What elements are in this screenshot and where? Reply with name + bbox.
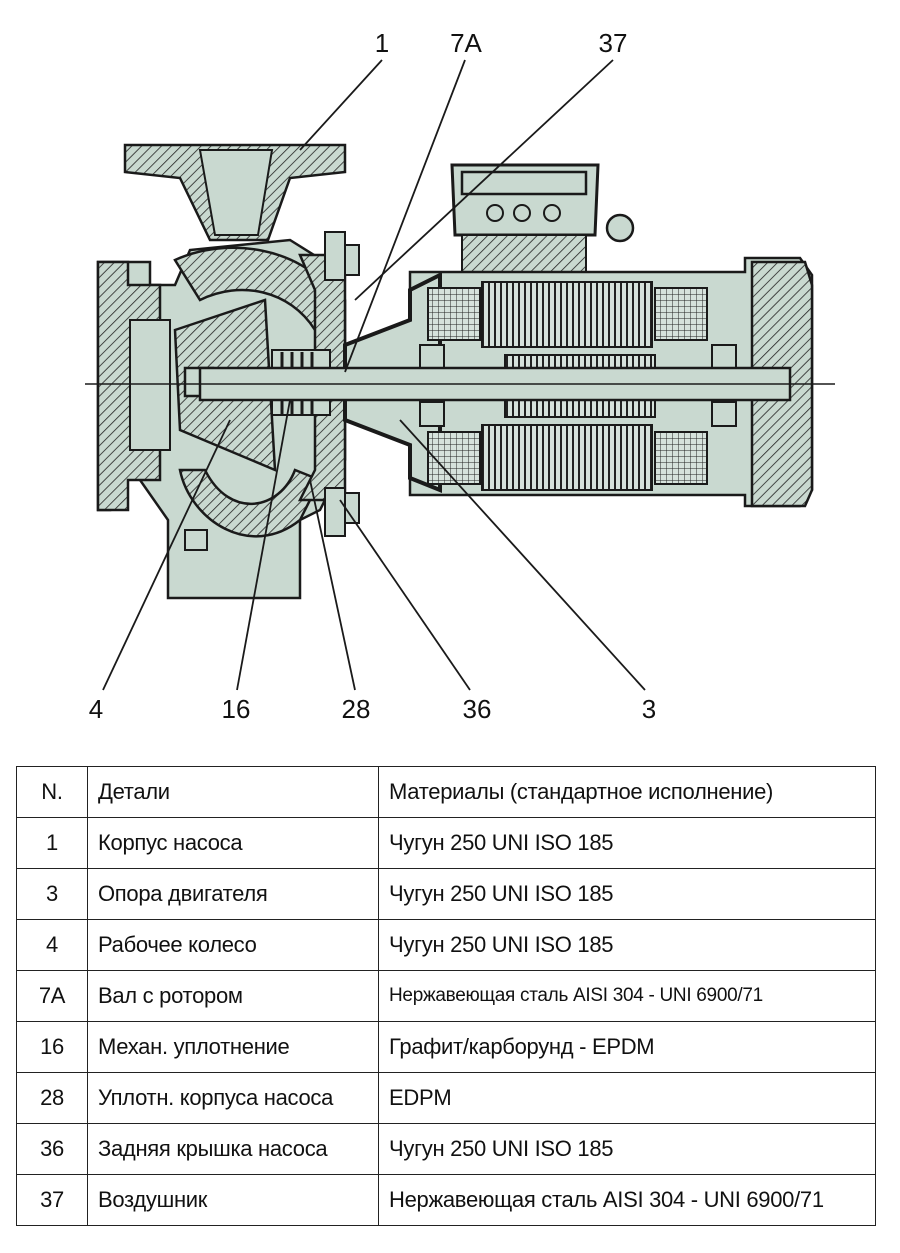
row-number: 36 <box>16 1123 88 1175</box>
row-material: Чугун 250 UNI ISO 185 <box>378 919 876 971</box>
table-row: 3 Опора двигателя Чугун 250 UNI ISO 185 <box>16 868 876 920</box>
table-row: 7A Вал с ротором Нержавеющая сталь AISI … <box>16 970 876 1022</box>
parts-materials-table: N. Детали Материалы (стандартное исполне… <box>16 766 876 1226</box>
row-number: 16 <box>16 1021 88 1073</box>
row-material: Нержавеющая сталь AISI 304 - UNI 6900/71 <box>378 1174 876 1226</box>
callout-28: 28 <box>342 694 371 724</box>
pump-cross-section-diagram: 1 7A 37 4 16 28 36 3 <box>85 28 835 724</box>
row-part: Задняя крышка насоса <box>87 1123 379 1175</box>
row-material: Графит/карборунд - EPDM <box>378 1021 876 1073</box>
callout-7a: 7A <box>450 28 482 58</box>
row-part: Воздушник <box>87 1174 379 1226</box>
header-number: N. <box>16 766 88 818</box>
row-number: 4 <box>16 919 88 971</box>
callout-4: 4 <box>89 694 103 724</box>
row-material: Чугун 250 UNI ISO 185 <box>378 868 876 920</box>
table-header-row: N. Детали Материалы (стандартное исполне… <box>16 766 876 818</box>
table-row: 36 Задняя крышка насоса Чугун 250 UNI IS… <box>16 1123 876 1175</box>
row-part: Опора двигателя <box>87 868 379 920</box>
callout-1: 1 <box>375 28 389 58</box>
row-number: 1 <box>16 817 88 869</box>
table-row: 37 Воздушник Нержавеющая сталь AISI 304 … <box>16 1174 876 1226</box>
row-number: 7A <box>16 970 88 1022</box>
header-part: Детали <box>87 766 379 818</box>
table-row: 16 Механ. уплотнение Графит/карборунд - … <box>16 1021 876 1073</box>
row-number: 3 <box>16 868 88 920</box>
callout-36: 36 <box>463 694 492 724</box>
leader-lines <box>102 59 646 691</box>
callout-37: 37 <box>599 28 628 58</box>
row-material: Чугун 250 UNI ISO 185 <box>378 1123 876 1175</box>
callout-3: 3 <box>642 694 656 724</box>
header-material: Материалы (стандартное исполнение) <box>378 766 876 818</box>
row-part: Корпус насоса <box>87 817 379 869</box>
row-material: Чугун 250 UNI ISO 185 <box>378 817 876 869</box>
row-part: Рабочее колесо <box>87 919 379 971</box>
row-number: 28 <box>16 1072 88 1124</box>
callout-16: 16 <box>222 694 251 724</box>
table-row: 1 Корпус насоса Чугун 250 UNI ISO 185 <box>16 817 876 869</box>
row-part: Механ. уплотнение <box>87 1021 379 1073</box>
row-part: Уплотн. корпуса насоса <box>87 1072 379 1124</box>
row-part: Вал с ротором <box>87 970 379 1022</box>
motor <box>343 163 814 508</box>
row-number: 37 <box>16 1174 88 1226</box>
table-row: 28 Уплотн. корпуса насоса EDPM <box>16 1072 876 1124</box>
row-material: Нержавеющая сталь AISI 304 - UNI 6900/71 <box>378 970 876 1022</box>
row-material: EDPM <box>378 1072 876 1124</box>
table-row: 4 Рабочее колесо Чугун 250 UNI ISO 185 <box>16 919 876 971</box>
